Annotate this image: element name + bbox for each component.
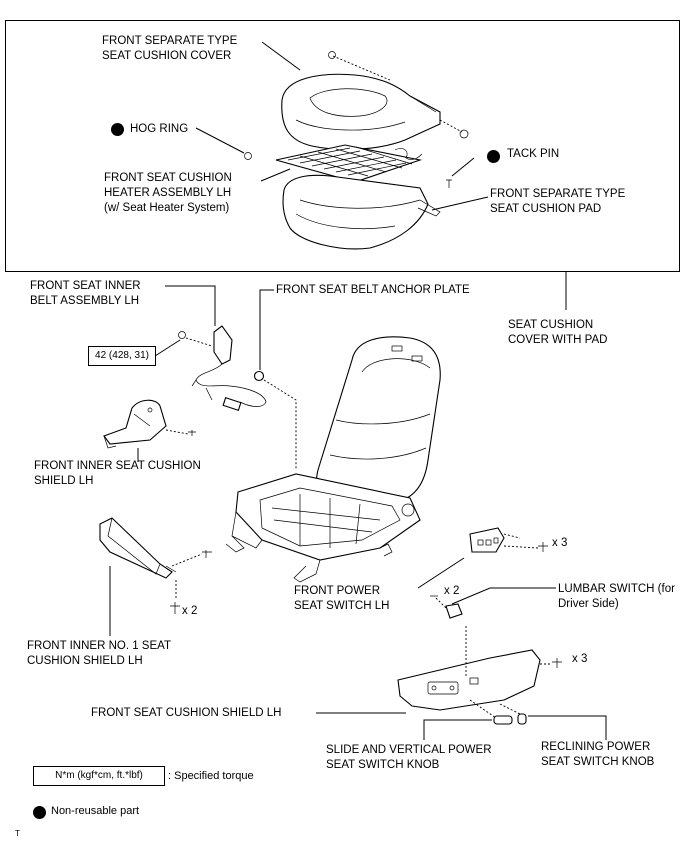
tack-pin-part <box>446 179 452 188</box>
power-seat-switch-drawing <box>469 527 505 553</box>
legend-torque-description: : Specified torque <box>168 770 254 782</box>
legend-non-reusable-text: Non-reusable part <box>51 805 140 817</box>
hog-ring-part <box>244 152 252 160</box>
seat-back-drawing <box>315 336 441 505</box>
label-qty-power-switch-screws: x 3 <box>552 537 568 549</box>
label-hog-ring: HOG RING <box>130 123 189 135</box>
torque-value-box: 42 (428, 31) <box>88 346 156 366</box>
non-reusable-mark-tack-pin <box>487 150 500 163</box>
label-tack-pin: TACK PIN <box>507 148 560 160</box>
seat-frame-drawing <box>225 473 421 583</box>
legend-torque-units-box: N*m (kgf*cm, ft.*lbf) <box>33 766 165 786</box>
seat-cushion-cover-with-pad-group-frame <box>5 20 680 272</box>
seat-cushion-cover-drawing <box>281 73 441 150</box>
lumbar-switch-drawing <box>445 603 463 619</box>
legend-non-reusable-mark <box>33 806 46 819</box>
front-seat-cushion-shield-drawing <box>397 649 541 711</box>
non-reusable-mark-hog-ring <box>111 123 124 136</box>
label-front-seat-cushion-shield: FRONT SEAT CUSHION SHIELD LH <box>91 707 282 719</box>
anchor-plate-part <box>253 370 265 382</box>
inner-seat-cushion-shield-drawing <box>103 399 167 449</box>
inner-belt-assembly-drawing <box>178 325 267 411</box>
label-qty-no1-shield-screws: x 2 <box>182 605 198 617</box>
label-qty-lumbar-screws: x 2 <box>444 585 460 597</box>
label-anchor-plate: FRONT SEAT BELT ANCHOR PLATE <box>276 284 470 296</box>
label-qty-cushion-shield-screws: x 3 <box>572 653 588 665</box>
inner-no1-shield-drawing <box>99 517 177 579</box>
slide-knob-part <box>493 715 513 725</box>
heater-assembly-drawing <box>275 144 423 183</box>
reclining-knob-part <box>517 713 527 725</box>
corner-mark: T <box>15 829 20 838</box>
seat-cushion-pad-drawing <box>282 174 441 250</box>
